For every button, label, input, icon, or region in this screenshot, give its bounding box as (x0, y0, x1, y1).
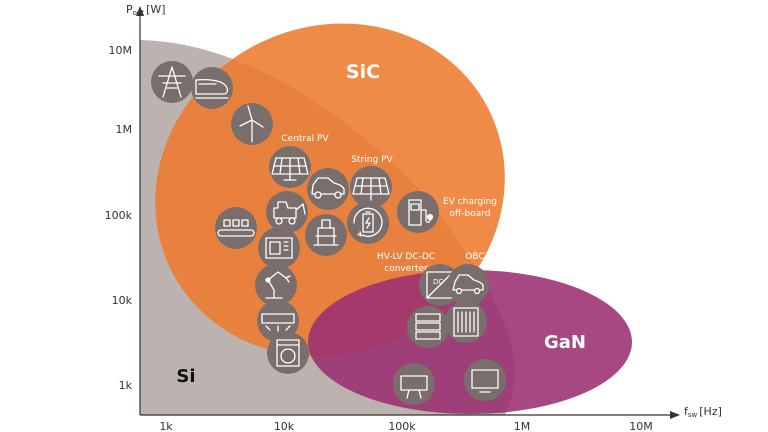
x-tick-1k: 1k (159, 420, 173, 432)
dc-label: DC (433, 278, 443, 286)
excavator-icon (266, 191, 308, 233)
label-hv-lv-1: HV-LV DC-DC (377, 252, 435, 262)
x-tick-10k: 10k (274, 420, 295, 432)
heat-pump-icon (258, 227, 300, 269)
obc-car-icon (447, 264, 489, 306)
label-ev-charging-2: off-board (450, 209, 491, 219)
washing-machine-icon (267, 332, 309, 374)
label-string-pv: String PV (351, 155, 393, 165)
y-axis-title-unit: [W] (146, 3, 165, 16)
data-center-icon (445, 301, 487, 343)
robot-arm-icon (255, 264, 297, 306)
x-axis-title-unit: [Hz] (699, 405, 722, 418)
region-label-si: Si (176, 366, 195, 387)
car-icon (307, 168, 349, 210)
conveyor-icon (215, 207, 257, 249)
power-substation-icon (305, 214, 347, 256)
y-tick-100k: 100k (105, 209, 133, 222)
x-axis-arrow (670, 411, 680, 419)
central-pv-solar-panel-icon (269, 146, 311, 188)
x-tick-10M: 10M (629, 420, 653, 432)
label-hv-lv-2: converter (384, 264, 428, 274)
y-tick-10M: 10M (109, 44, 133, 57)
label-obc: OBC (465, 252, 484, 262)
tv-monitor-icon (464, 359, 506, 401)
ev-charging-station-icon (397, 191, 439, 233)
led-light-icon (393, 363, 435, 405)
wind-turbine-icon (231, 103, 273, 145)
string-pv-solar-panel-icon (350, 166, 392, 208)
train-icon (191, 67, 233, 109)
label-central-pv: Central PV (281, 134, 329, 144)
y-axis-title-sub: out (133, 9, 145, 17)
y-axis-title: Pout[W] (126, 3, 166, 17)
y-tick-1M: 1M (116, 123, 133, 136)
y-tick-10k: 10k (112, 294, 133, 307)
x-axis-title-main: f (684, 405, 689, 418)
air-conditioner-icon (257, 300, 299, 342)
x-tick-1M: 1M (514, 420, 531, 432)
x-axis-title: fsw[Hz] (684, 405, 722, 419)
label-ev-charging-1: EV charging (443, 197, 497, 207)
region-label-sic: SiC (346, 61, 380, 83)
region-label-gan: GaN (544, 332, 586, 353)
y-axis-title-main: P (126, 3, 133, 16)
server-icon (407, 306, 449, 348)
battery-cycle-icon (347, 202, 389, 244)
y-tick-1k: 1k (119, 379, 133, 392)
y-axis-arrow (136, 6, 144, 16)
x-tick-100k: 100k (388, 420, 416, 432)
x-axis-title-sub: sw (688, 411, 698, 419)
power-tower-icon (151, 61, 193, 103)
icons-layer: DC (151, 61, 506, 405)
